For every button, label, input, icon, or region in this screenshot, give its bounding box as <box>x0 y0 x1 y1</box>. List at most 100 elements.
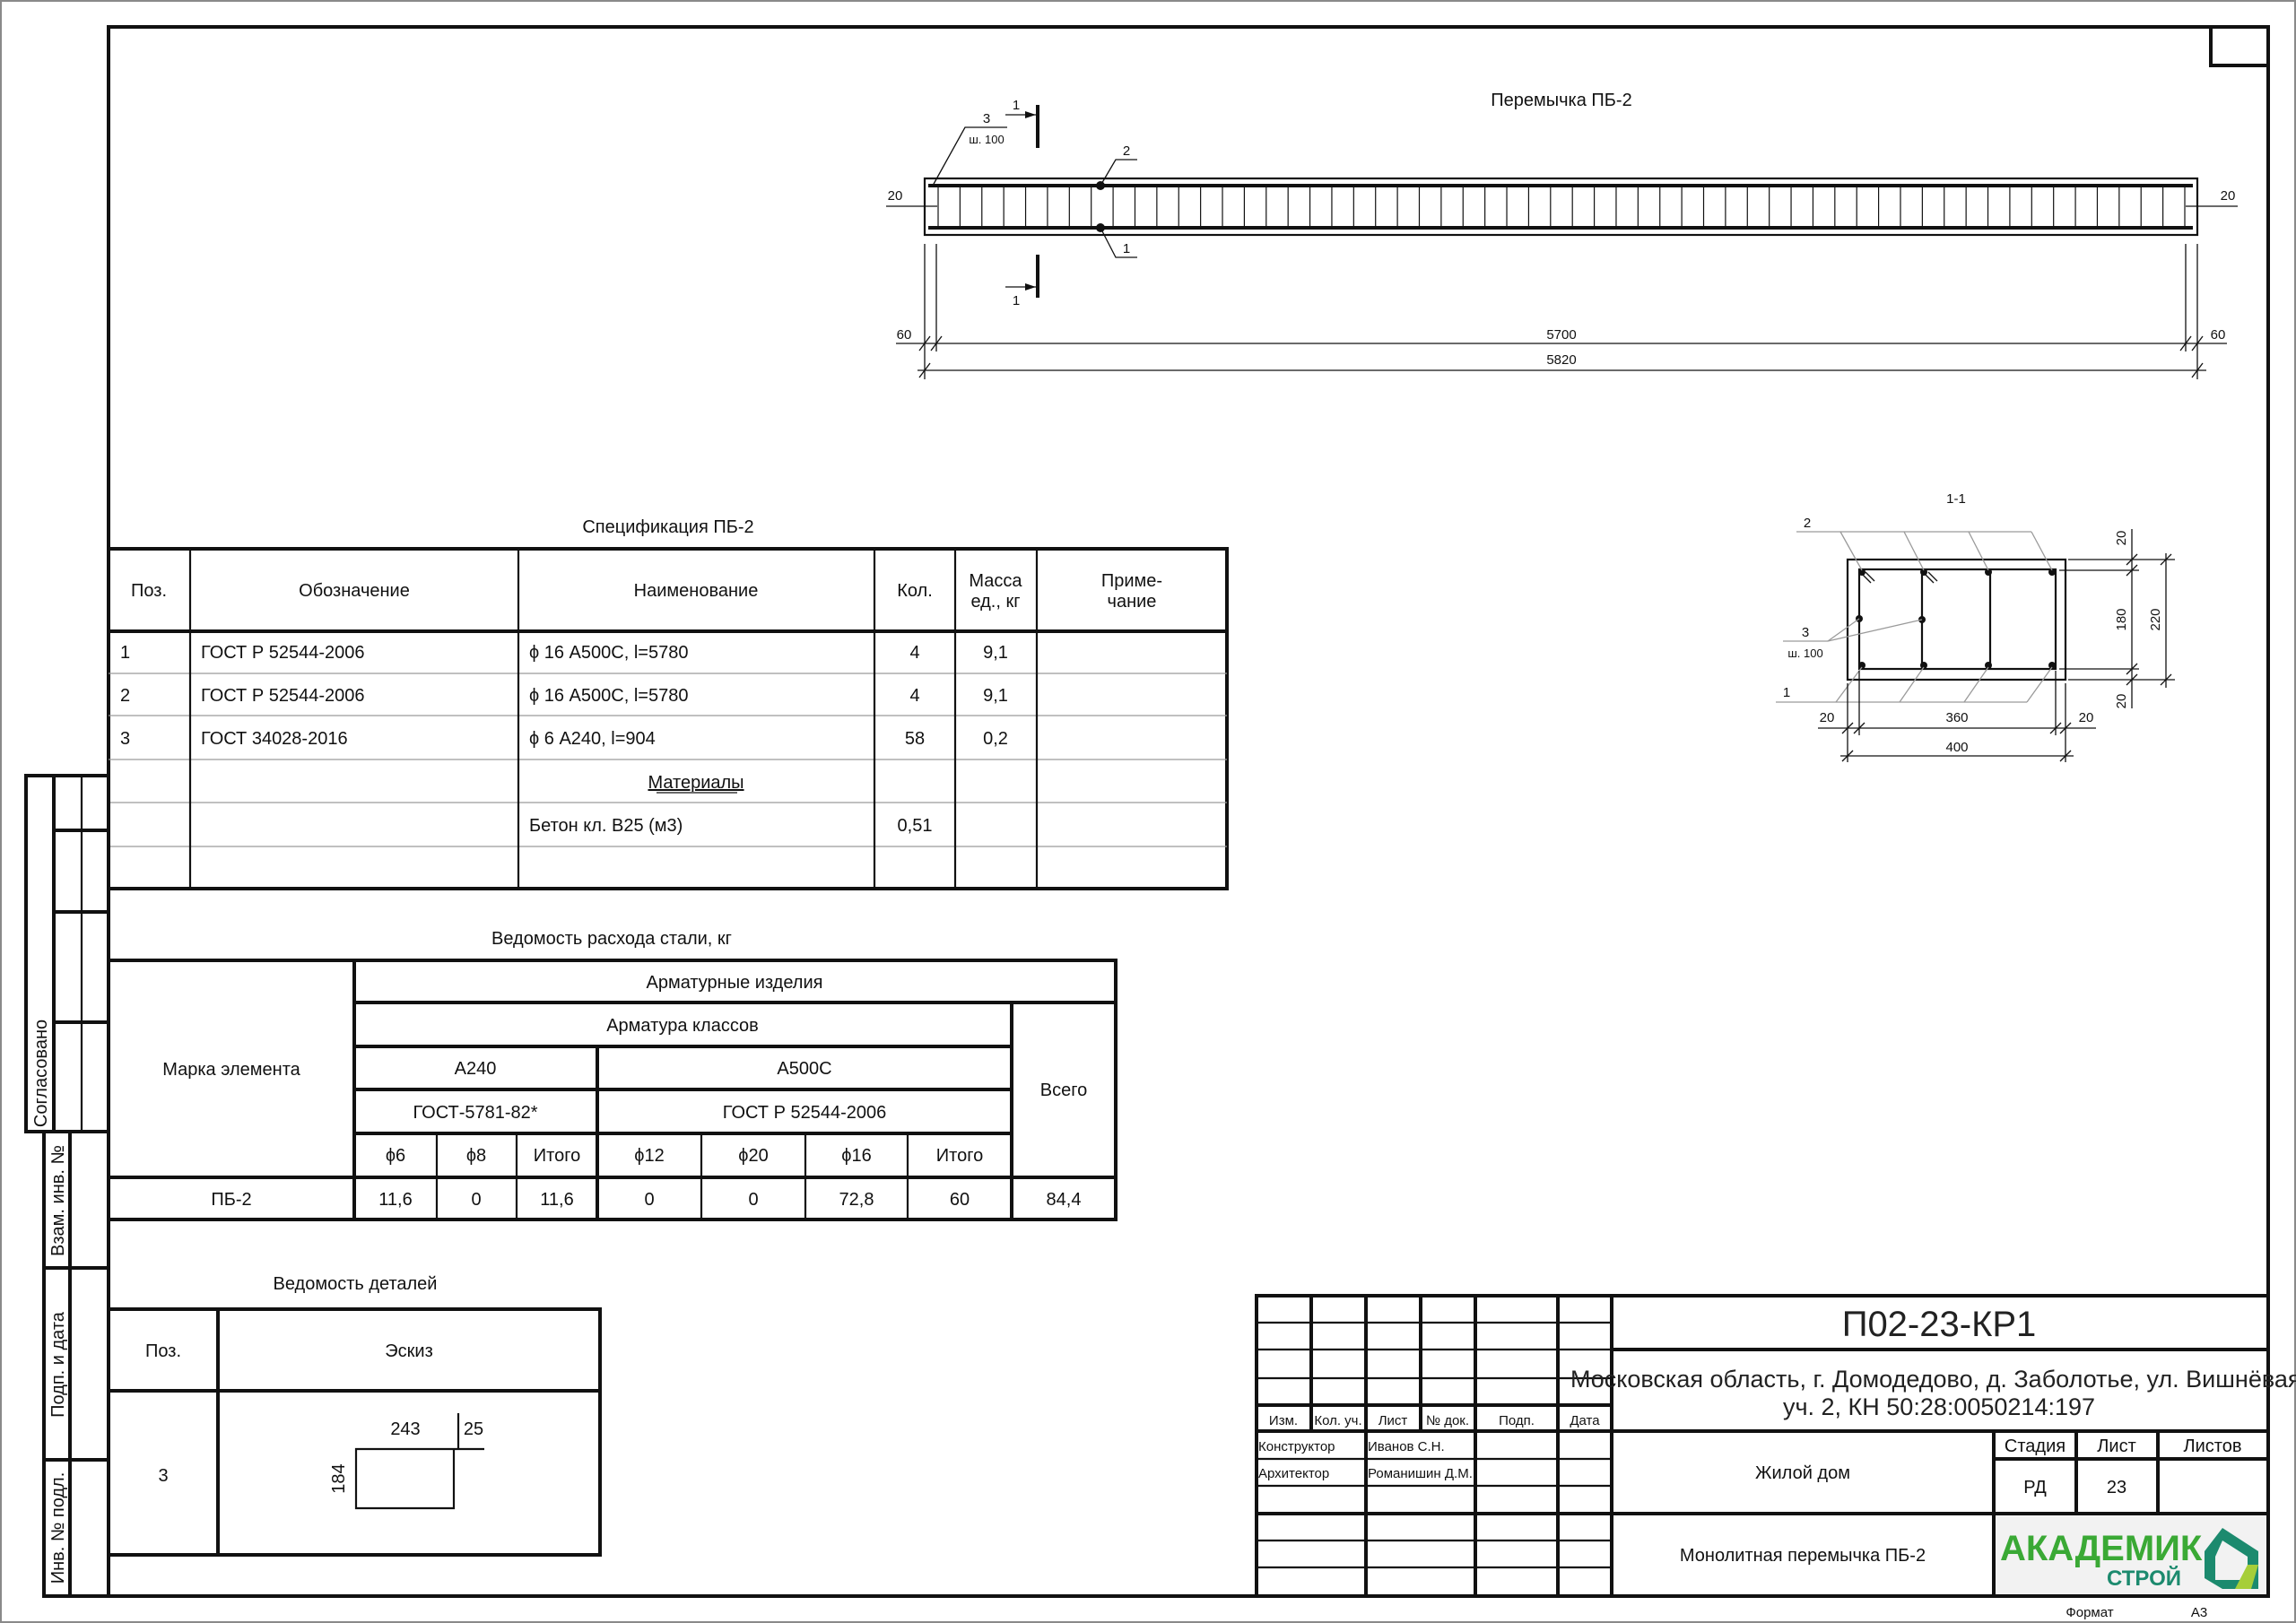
cell-designation: ГОСТ Р 52544-2006 <box>201 686 364 706</box>
steel-total-header: Всего <box>1040 1081 1087 1100</box>
spec-header-note-2: чание <box>1108 592 1157 612</box>
stamp-stage-label: Стадия <box>2005 1436 2066 1456</box>
svg-text:Кол. уч.: Кол. уч. <box>1314 1413 1361 1428</box>
steel-element-header: Марка элемента <box>162 1060 300 1080</box>
steel-table: Ведомость расхода стали, кг Марка элемен… <box>107 929 1118 1221</box>
spec-table: Спецификация ПБ-2 Поз. Обозначение Наиме… <box>107 517 1229 890</box>
dim-cover-right: 20 <box>2221 188 2236 204</box>
svg-text:Изм.: Изм. <box>1269 1413 1298 1428</box>
leader-3 <box>932 126 1007 187</box>
company-logo: АКАДЕМИК СТРОЙ <box>1996 1515 2266 1594</box>
sketch-dim-b: 25 <box>464 1419 483 1439</box>
details-table: Ведомость деталей Поз. Эскиз 3 243 25 18… <box>107 1274 602 1557</box>
beam-elevation: Перемычка ПБ-2 1 1 3 ш. 100 2 1 20 20 <box>886 91 2238 379</box>
section-dim-total-w: 400 <box>1945 740 1968 755</box>
spec-concrete-name: Бетон кл. В25 (м3) <box>529 816 683 836</box>
dim-cover-left: 20 <box>888 188 903 204</box>
side-inv-orig: Инв. № подл. <box>48 1472 68 1584</box>
section-dim-right: 20 <box>2079 710 2094 725</box>
stamp-address-1: Московская область, г. Домодедово, д. За… <box>1570 1366 2296 1393</box>
spec-header-designation: Обозначение <box>299 581 410 601</box>
cell-mass: 9,1 <box>983 686 1008 706</box>
stamp-name-1: Иванов С.Н. <box>1368 1439 1445 1454</box>
beam-title: Перемычка ПБ-2 <box>1491 91 1631 110</box>
spec-title: Спецификация ПБ-2 <box>582 517 753 537</box>
cell-designation: ГОСТ Р 52544-2006 <box>201 643 364 663</box>
stamp-role-2: Архитектор <box>1258 1466 1329 1481</box>
details-header-pos: Поз. <box>145 1341 181 1361</box>
cell-qty: 58 <box>905 729 925 749</box>
svg-text:72,8: 72,8 <box>839 1190 874 1210</box>
steel-gost-a240: ГОСТ-5781-82* <box>413 1103 537 1123</box>
section-dim-top: 20 <box>2114 531 2129 546</box>
arrow-head-icon <box>1025 283 1036 291</box>
cell-name: ϕ 16 А500С, l=5780 <box>529 643 688 663</box>
sketch-dim-h: 184 <box>329 1463 349 1493</box>
steel-products-header: Арматурные изделия <box>647 973 823 993</box>
stamp-sheet-title: Монолитная перемычка ПБ-2 <box>1680 1546 1926 1566</box>
stamp-sheets-label: Листов <box>2184 1436 2242 1456</box>
spec-header-qty: Кол. <box>897 581 933 601</box>
cell-qty: 4 <box>909 643 919 663</box>
side-sign-date: Подп. и дата <box>48 1311 68 1418</box>
stamp-address-2: уч. 2, КН 50:28:0050214:197 <box>1783 1393 2095 1420</box>
title-block: Изм. Кол. уч. Лист № док. Подп. Дата Кон… <box>1255 1294 2296 1620</box>
details-title: Ведомость деталей <box>274 1274 438 1294</box>
stamp-code: П02-23-КР1 <box>1842 1305 2037 1344</box>
side-agreed: Согласовано <box>31 1020 51 1127</box>
stirrup-sketch <box>354 1447 484 1510</box>
spec-header-mass: Масса <box>969 571 1022 591</box>
svg-text:№ док.: № док. <box>1426 1413 1469 1428</box>
spec-concrete-qty: 0,51 <box>898 816 933 836</box>
section-stirrup <box>1857 568 2057 671</box>
stamp-stage: РД <box>2023 1478 2047 1497</box>
section-leader-3: 3 <box>1802 625 1809 640</box>
spec-row: 1 ГОСТ Р 52544-2006 ϕ 16 А500С, l=5780 4… <box>120 643 1008 663</box>
svg-text:ϕ6: ϕ6 <box>386 1146 405 1166</box>
section-dim-inner-h: 180 <box>2114 608 2129 630</box>
leader-3-pitch: ш. 100 <box>969 133 1004 146</box>
leader-2 <box>1100 159 1137 187</box>
section-leader-1: 1 <box>1783 685 1790 700</box>
svg-text:0: 0 <box>748 1190 758 1210</box>
cell-pos: 3 <box>120 729 130 749</box>
steel-title: Ведомость расхода стали, кг <box>491 929 732 949</box>
section-outline <box>1846 558 2067 681</box>
svg-text:0: 0 <box>471 1190 481 1210</box>
steel-row: ПБ-2 11,6 0 11,6 0 0 72,8 60 84,4 <box>211 1190 1081 1210</box>
steel-class-a500: А500С <box>777 1059 831 1079</box>
side-strip: Согласовано Взам. инв. № Подп. и дата Ин… <box>24 774 110 1598</box>
section-leader-2: 2 <box>1804 516 1811 531</box>
dim-clear-span: 5700 <box>1546 327 1576 343</box>
leader-2-label: 2 <box>1123 143 1130 159</box>
spec-header-pos: Поз. <box>131 581 167 601</box>
spec-header-note: Приме- <box>1101 571 1162 591</box>
section-leader-pitch: ш. 100 <box>1787 647 1822 660</box>
svg-text:11,6: 11,6 <box>378 1190 412 1210</box>
stamp-building: Жилой дом <box>1755 1463 1850 1483</box>
stamp-name-2: Романишин Д.М. <box>1368 1466 1473 1481</box>
dim-total-length: 5820 <box>1546 352 1576 368</box>
leader-1 <box>1100 227 1137 258</box>
house-icon <box>2205 1528 2258 1589</box>
svg-text:Подп.: Подп. <box>1499 1413 1535 1428</box>
svg-text:ϕ20: ϕ20 <box>738 1146 768 1166</box>
side-replace-inv: Взам. инв. № <box>48 1145 68 1256</box>
cell-designation: ГОСТ 34028-2016 <box>201 729 348 749</box>
svg-text:84,4: 84,4 <box>1047 1190 1082 1210</box>
stamp-sheet: 23 <box>2107 1478 2126 1497</box>
stamp-headers: Изм. Кол. уч. Лист № док. Подп. Дата <box>1269 1413 1600 1428</box>
section-title: 1-1 <box>1946 491 1966 507</box>
stamp-sheet-label: Лист <box>2097 1436 2135 1456</box>
logo-sub-text: СТРОЙ <box>2107 1566 2181 1591</box>
arrow-head-icon <box>1025 111 1036 118</box>
logo-main-text: АКАДЕМИК <box>2000 1529 2203 1568</box>
format-label: Формат <box>2066 1605 2113 1620</box>
section-label-bottom: 1 <box>1013 293 1020 308</box>
cell-name: ϕ 16 А500С, l=5780 <box>529 686 688 706</box>
svg-text:ϕ16: ϕ16 <box>841 1146 871 1166</box>
section-label-top: 1 <box>1013 98 1020 113</box>
sketch-dim-a: 243 <box>390 1419 420 1439</box>
steel-class-a240: А240 <box>455 1059 497 1079</box>
